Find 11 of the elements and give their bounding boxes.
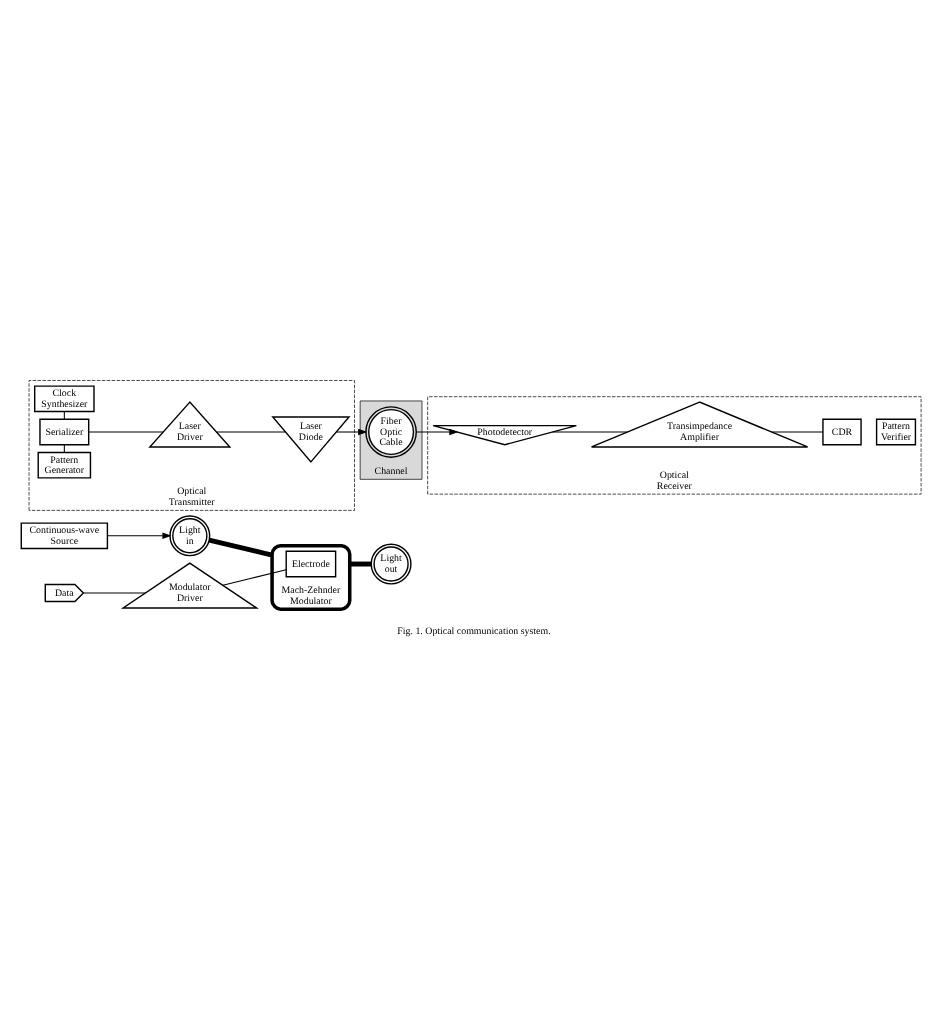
connector (215, 430, 286, 432)
connector (208, 536, 273, 557)
arrow (335, 427, 368, 435)
connector (88, 430, 164, 432)
arrow (107, 531, 172, 538)
connector (83, 591, 146, 593)
arrow (415, 427, 459, 435)
connector (552, 430, 629, 432)
connector (771, 430, 824, 432)
connector (349, 560, 372, 566)
connector (222, 568, 287, 585)
